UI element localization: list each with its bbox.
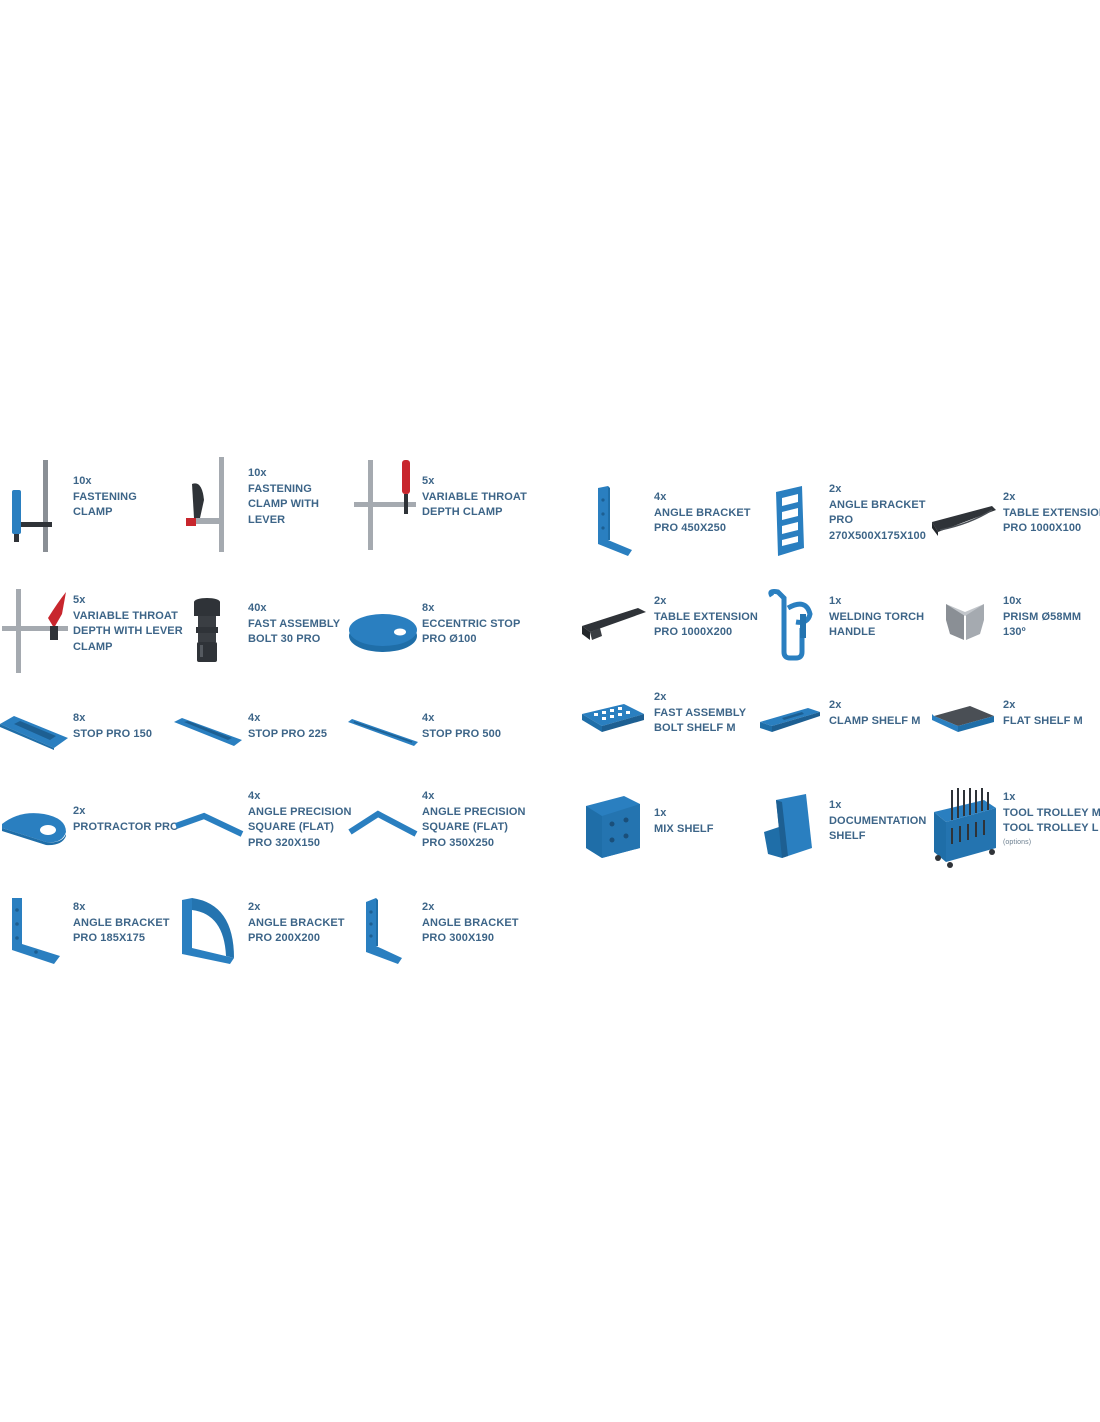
item-label: 4x STOP PRO 500 [422, 712, 502, 740]
item-label: 8x ECCENTRIC STOP PRO Ø100 [422, 602, 521, 645]
item-label: 2x ANGLE BRACKET PRO 200X200 [248, 901, 345, 944]
stop-short-icon [0, 714, 68, 750]
item-label: 2x FLAT SHELF M [1003, 699, 1083, 727]
tool-trolley-icon [930, 786, 998, 868]
angle-bracket-tall-icon [364, 896, 404, 966]
variable-throat-clamp-icon [354, 458, 416, 552]
precision-square-large-icon [348, 810, 418, 842]
item-label: 2x TABLE EXTENSION PRO 1000X100 [1003, 491, 1100, 534]
assembly-bolt-icon [192, 597, 222, 665]
welding-torch-handle-icon [766, 588, 814, 661]
item-label: 10x FASTENING CLAMP [73, 475, 137, 518]
stop-long-icon [348, 718, 418, 748]
item-label: 40x FAST ASSEMBLY BOLT 30 PRO [248, 602, 341, 645]
angle-bracket-small-icon [8, 896, 62, 966]
item-label: 4x STOP PRO 225 [248, 712, 328, 740]
angle-bracket-pro-icon [772, 484, 806, 558]
item-label: 2x ANGLE BRACKET PRO 300X190 [422, 901, 519, 944]
prism-icon [944, 600, 986, 644]
item-label: 4x ANGLE PRECISION SQUARE (FLAT) PRO 350… [422, 790, 526, 849]
item-label: 4x ANGLE PRECISION SQUARE (FLAT) PRO 320… [248, 790, 352, 849]
item-label: 1x TOOL TROLLEY M / TOOL TROLLEY L (opti… [1003, 791, 1100, 846]
item-label: 8x STOP PRO 150 [73, 712, 153, 740]
angle-bracket-icon [596, 484, 636, 558]
mix-shelf-icon [582, 794, 644, 860]
item-label: 2x PROTRACTOR PRO [73, 805, 179, 833]
item-label: 1x MIX SHELF [654, 807, 714, 835]
eccentric-stop-icon [348, 612, 418, 654]
item-label: 2x ANGLE BRACKET PRO 270X500X175X100 [829, 483, 926, 542]
angle-bracket-gusset-icon [180, 896, 236, 966]
stop-medium-icon [174, 716, 242, 748]
item-label: 2x CLAMP SHELF M [829, 699, 921, 727]
variable-throat-lever-clamp-icon [2, 588, 68, 674]
table-extension-wide-icon [580, 604, 648, 642]
bolt-shelf-icon [580, 702, 646, 734]
protractor-icon [0, 808, 68, 846]
item-label: 10x PRISM Ø58MM 130º [1003, 595, 1082, 638]
item-label: 8x ANGLE BRACKET PRO 185X175 [73, 901, 170, 944]
item-label: 1x WELDING TORCH HANDLE [829, 595, 925, 638]
item-label: 10x FASTENING CLAMP WITH LEVER [248, 467, 320, 526]
item-label: 1x DOCUMENTATION SHELF [829, 799, 927, 842]
documentation-shelf-icon [762, 792, 816, 862]
flat-shelf-icon [930, 702, 996, 734]
item-label: 5x VARIABLE THROAT DEPTH CLAMP [422, 475, 527, 518]
clamp-shelf-icon [758, 704, 822, 734]
fastening-clamp-lever-icon [182, 456, 230, 554]
item-label: 2x TABLE EXTENSION PRO 1000X200 [654, 595, 758, 638]
precision-square-icon [174, 812, 244, 842]
fastening-clamp-icon [10, 458, 55, 554]
item-label: 2x FAST ASSEMBLY BOLT SHELF M [654, 691, 747, 734]
item-label: 4x ANGLE BRACKET PRO 450X250 [654, 491, 751, 534]
table-extension-icon [930, 502, 998, 538]
item-label: 5x VARIABLE THROAT DEPTH WITH LEVER CLAM… [73, 594, 183, 653]
